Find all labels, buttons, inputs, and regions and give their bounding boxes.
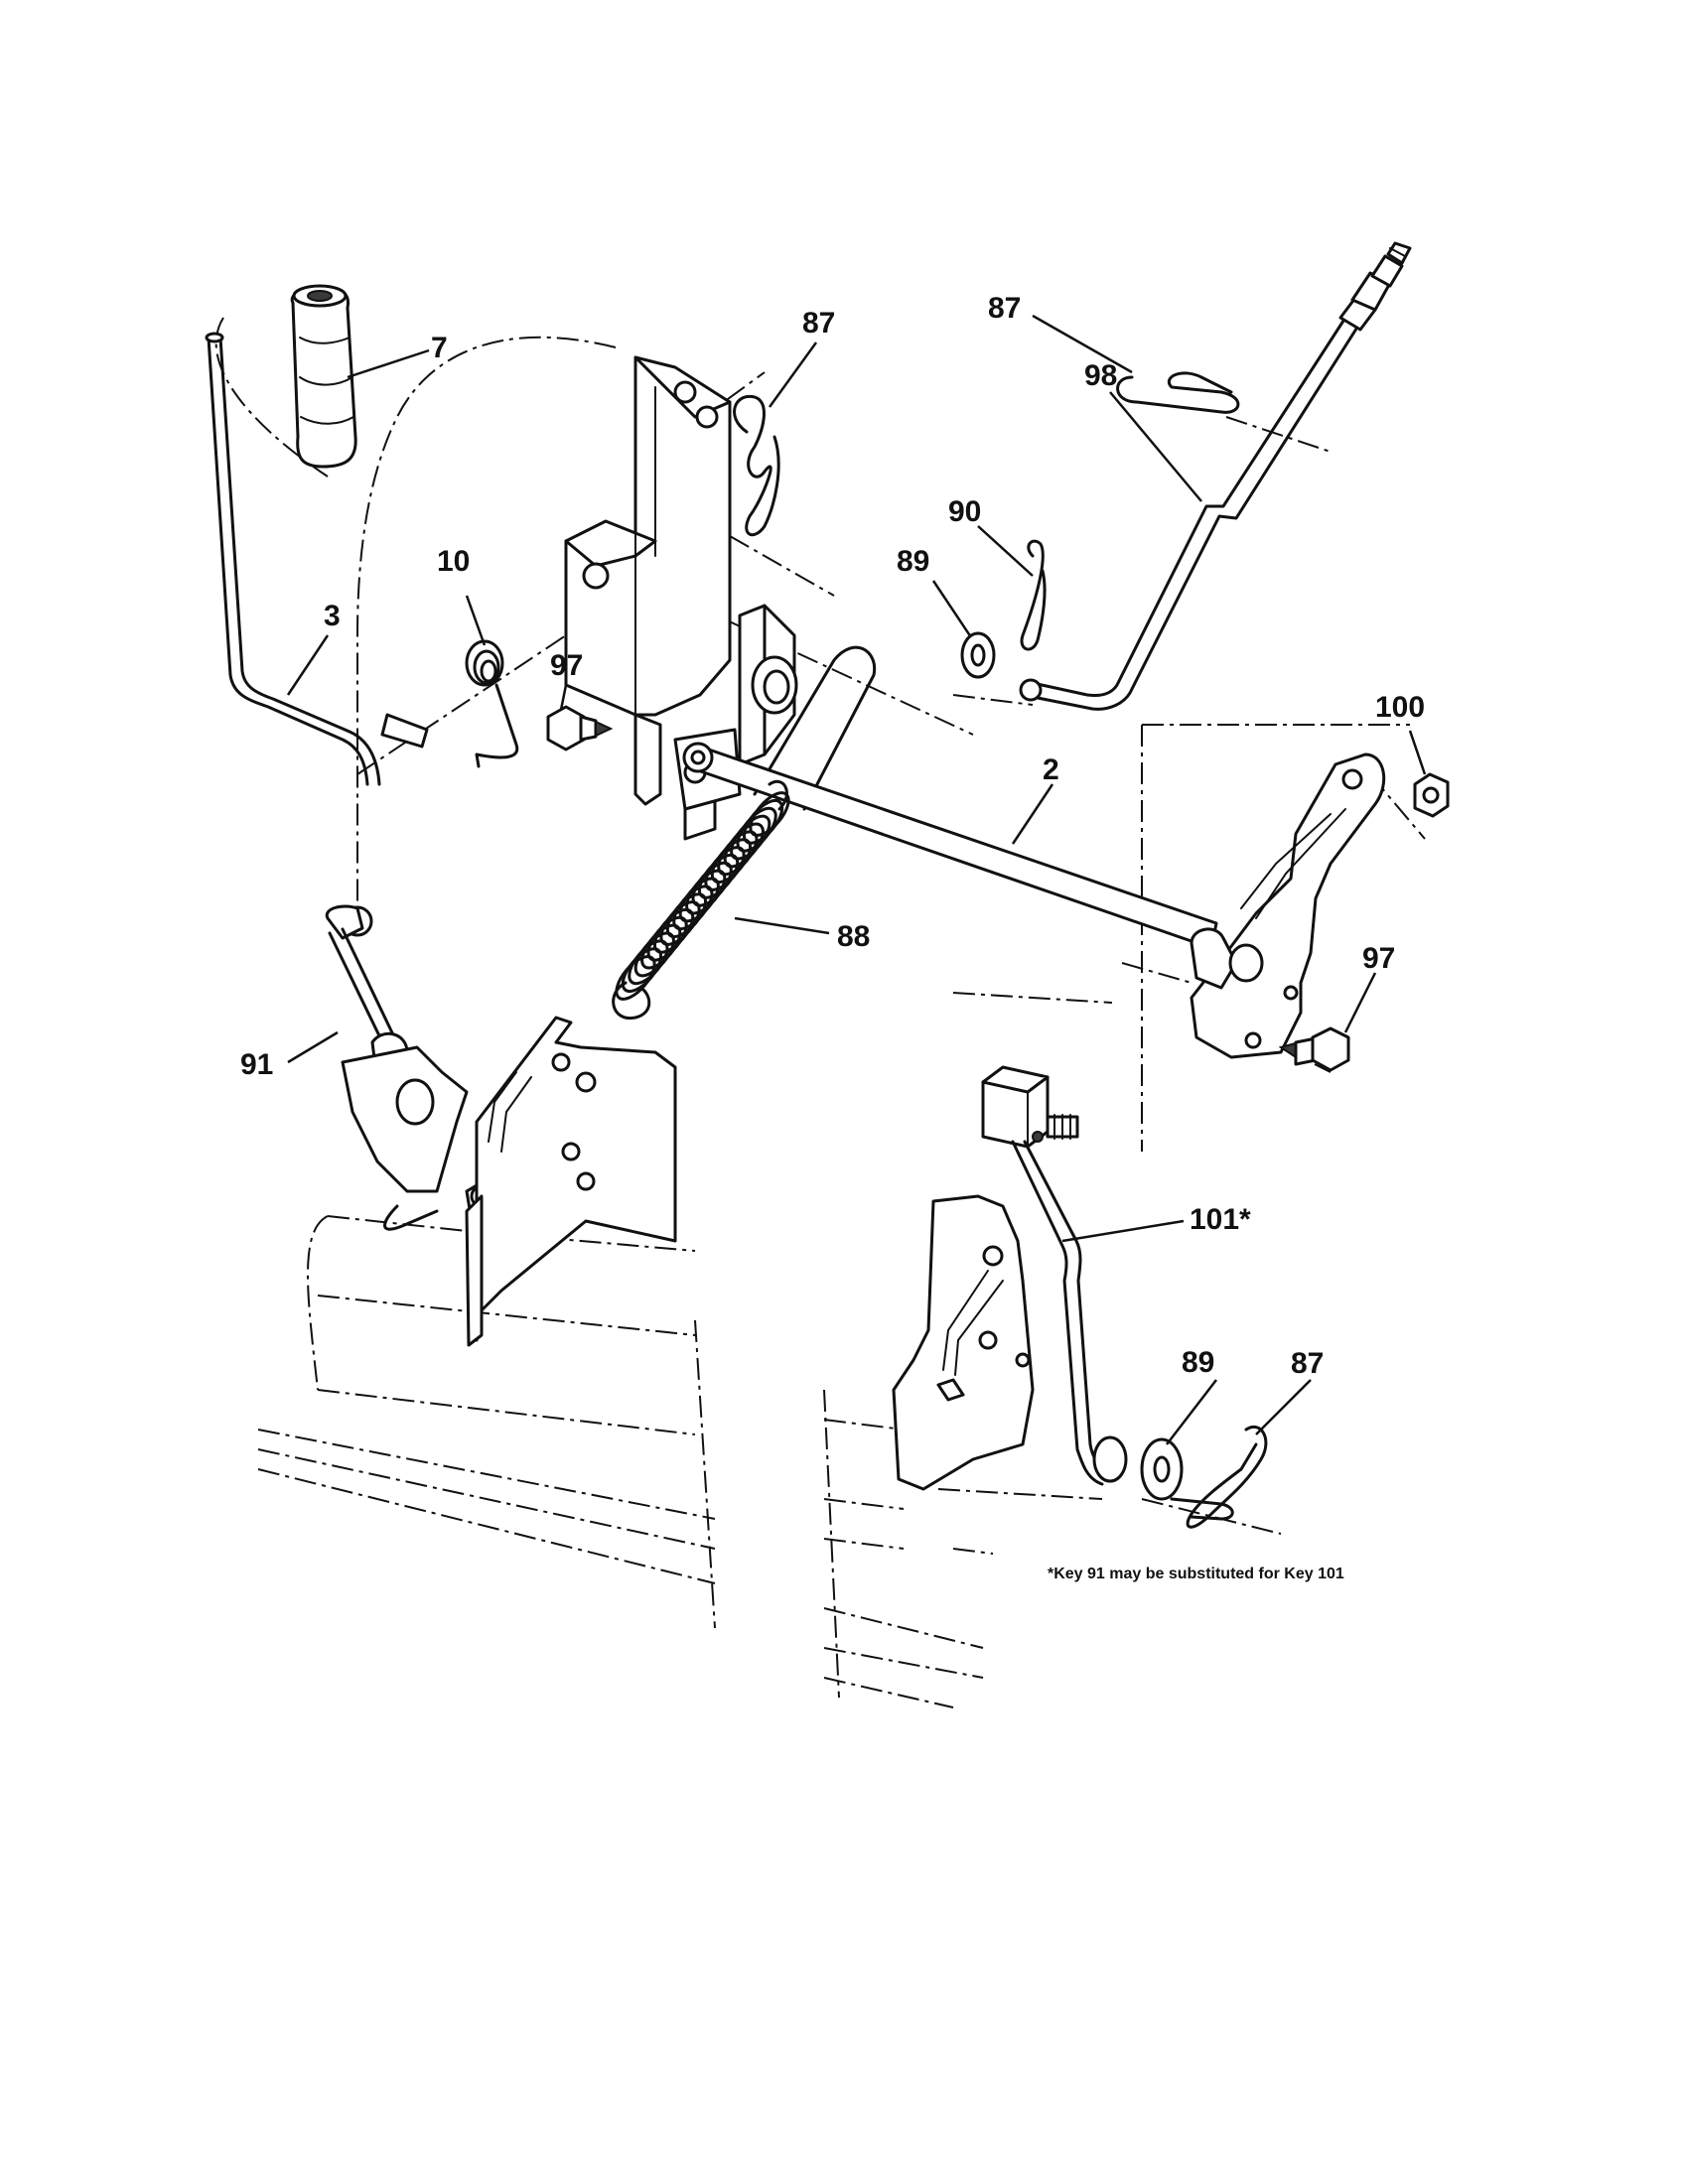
callout-labels: 7 3 10 87 87 90 89 98 97 100 2 88 97 91 …: [240, 292, 1425, 1380]
lift-lever-part-3: [205, 332, 429, 786]
leader-lines: [286, 314, 1427, 1445]
linkage-rod-part-98: [1019, 241, 1412, 711]
callout-87-right: 87: [988, 292, 1021, 325]
callout-97-right: 97: [1362, 942, 1395, 975]
callout-90: 90: [948, 495, 981, 528]
spring-hook-upper: [768, 780, 788, 811]
spring-hook-lower: [612, 981, 651, 1020]
bolt-part-97-right: [1278, 1026, 1350, 1072]
deck-bracket-right: [892, 1194, 1035, 1491]
cross-shaft-part-2: [682, 742, 1218, 950]
hairpin-clip-part-87-upper: [733, 394, 780, 537]
extension-spring-part-88: [612, 780, 790, 1020]
deck-bracket-left: [465, 1016, 677, 1347]
lift-arm-right: [1190, 752, 1386, 1059]
callout-100: 100: [1375, 691, 1425, 724]
callout-87-upper: 87: [802, 307, 835, 340]
callout-91: 91: [240, 1048, 273, 1081]
hairpin-clip-part-87-lower: [1170, 1425, 1268, 1529]
callout-3: 3: [324, 600, 341, 632]
callout-7: 7: [431, 332, 448, 364]
pivot-bracket: [564, 355, 732, 841]
substitution-footnote: *Key 91 may be substituted for Key 101: [1048, 1566, 1344, 1582]
washer-part-89-upper: [960, 631, 996, 679]
callout-98: 98: [1084, 359, 1117, 392]
callout-97-left: 97: [550, 649, 583, 682]
bolt-part-97-left: [546, 705, 614, 751]
hairpin-clip-part-87-right: [1116, 371, 1240, 414]
callout-89-upper: 89: [897, 545, 929, 578]
nut-part-100: [1413, 772, 1450, 818]
torsion-spring-part-10: [465, 639, 519, 768]
callout-2: 2: [1043, 753, 1059, 786]
callout-89-lower: 89: [1182, 1346, 1214, 1379]
handle-grip-part-7: [290, 284, 357, 469]
washer-part-89-lower: [1140, 1437, 1184, 1501]
callout-88: 88: [837, 920, 870, 953]
callout-101: 101*: [1190, 1203, 1251, 1236]
lift-link-part-101: [981, 1065, 1128, 1486]
hairpin-clip-part-90: [1020, 539, 1047, 651]
callout-10: 10: [437, 545, 470, 578]
callout-87-lower: 87: [1291, 1347, 1324, 1380]
